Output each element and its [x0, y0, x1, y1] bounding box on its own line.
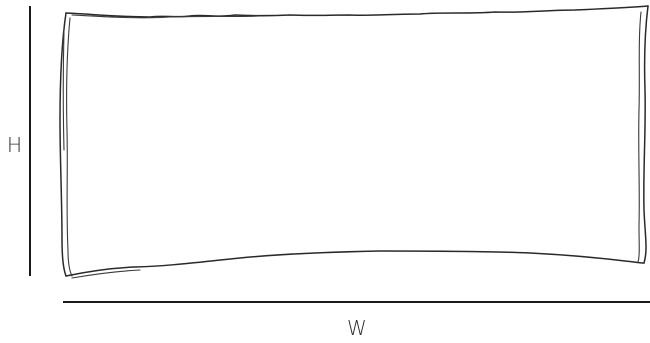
cushion-left-edge-double	[66, 17, 73, 277]
cushion-top-edge-double	[71, 14, 261, 19]
cushion-left-edge	[59, 12, 67, 277]
cushion-right-edge-double	[637, 11, 642, 263]
height-label: H	[7, 133, 23, 157]
width-label: W	[347, 316, 367, 340]
cushion-top-edge	[65, 5, 649, 18]
cushion-left-edge-triple	[62, 29, 65, 151]
cushion-bottom-edge-double	[71, 269, 141, 279]
cushion-outline	[59, 5, 649, 279]
cushion-bottom-edge	[65, 250, 645, 277]
cushion-right-edge	[643, 5, 649, 264]
